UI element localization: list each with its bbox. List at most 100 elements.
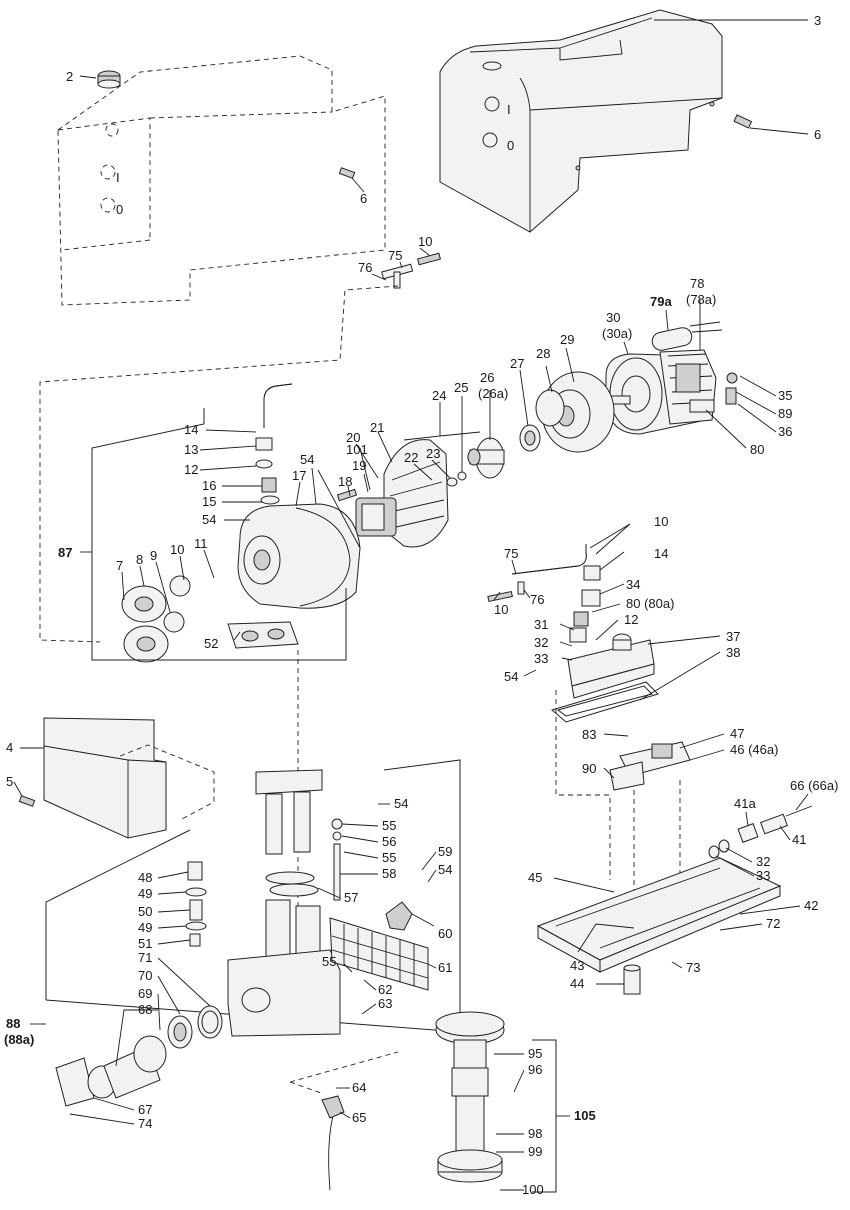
label-55-b: 55 bbox=[382, 850, 396, 865]
label-76-top: 76 bbox=[358, 260, 372, 275]
label-5: 5 bbox=[6, 774, 13, 789]
label-46-46a: 46 (46a) bbox=[730, 742, 778, 757]
part-5-screw bbox=[18, 795, 36, 807]
label-54-tank: 54 bbox=[394, 796, 408, 811]
label-35: 35 bbox=[778, 388, 792, 403]
part-20-valve bbox=[355, 497, 397, 537]
label-72: 72 bbox=[766, 916, 780, 931]
part-4-panel bbox=[43, 717, 167, 839]
label-6-right: 6 bbox=[814, 127, 821, 142]
label-55-a: 55 bbox=[382, 818, 396, 833]
label-61: 61 bbox=[438, 960, 452, 975]
label-88: 88 bbox=[6, 1016, 20, 1031]
cover-mark-off-dashed: 0 bbox=[116, 202, 123, 217]
part-3-cover: I 0 bbox=[439, 9, 723, 233]
label-76-right: 76 bbox=[530, 592, 544, 607]
label-10-pump: 10 bbox=[170, 542, 184, 557]
label-52: 52 bbox=[204, 636, 218, 651]
label-80-80a: 80 (80a) bbox=[626, 596, 674, 611]
label-41: 41 bbox=[792, 832, 806, 847]
part-21-cover-plate bbox=[383, 439, 449, 548]
parts-13-12-16-15 bbox=[255, 437, 280, 505]
label-89: 89 bbox=[778, 406, 792, 421]
label-8: 8 bbox=[136, 552, 143, 567]
label-41a: 41a bbox=[734, 796, 756, 811]
label-30a: (30a) bbox=[602, 326, 632, 341]
part-41-connector bbox=[737, 805, 813, 843]
part-26-impeller bbox=[467, 437, 505, 479]
label-9: 9 bbox=[150, 548, 157, 563]
label-7: 7 bbox=[116, 558, 123, 573]
part-65-cable bbox=[321, 1095, 345, 1191]
label-49-b: 49 bbox=[138, 920, 152, 935]
part-27-seal bbox=[519, 424, 541, 452]
label-48: 48 bbox=[138, 870, 152, 885]
label-17: 17 bbox=[292, 468, 306, 483]
screw-6-right bbox=[733, 114, 753, 129]
label-14-pump: 14 bbox=[184, 422, 198, 437]
label-83: 83 bbox=[582, 727, 596, 742]
label-75-top: 75 bbox=[388, 248, 402, 263]
part-52-gasket bbox=[227, 621, 299, 649]
label-57: 57 bbox=[344, 890, 358, 905]
label-45: 45 bbox=[528, 870, 542, 885]
part-38-gasket bbox=[550, 681, 659, 723]
label-58: 58 bbox=[382, 866, 396, 881]
parts-8-9-flanges bbox=[121, 575, 191, 663]
label-59: 59 bbox=[438, 844, 452, 859]
parts-46-47-90 bbox=[609, 741, 691, 791]
part-28-impeller-housing bbox=[535, 389, 565, 427]
label-54-filter: 54 bbox=[438, 862, 452, 877]
label-105: 105 bbox=[574, 1108, 596, 1123]
part-42-base bbox=[536, 857, 782, 973]
label-47: 47 bbox=[730, 726, 744, 741]
label-73: 73 bbox=[686, 960, 700, 975]
label-29: 29 bbox=[560, 332, 574, 347]
label-22: 22 bbox=[404, 450, 418, 465]
label-15: 15 bbox=[202, 494, 216, 509]
connector-75-76 bbox=[381, 252, 442, 289]
label-60: 60 bbox=[438, 926, 452, 941]
label-79a: 79a bbox=[650, 294, 672, 309]
parts-32-33-rings bbox=[708, 839, 730, 859]
label-42: 42 bbox=[804, 898, 818, 913]
label-95: 95 bbox=[528, 1046, 542, 1061]
label-74: 74 bbox=[138, 1116, 152, 1131]
part-58-rod bbox=[331, 818, 343, 901]
label-69: 69 bbox=[138, 986, 152, 1001]
label-96: 96 bbox=[528, 1062, 542, 1077]
part-14-pipe bbox=[263, 383, 293, 428]
label-62: 62 bbox=[378, 982, 392, 997]
label-10-right: 10 bbox=[654, 514, 668, 529]
label-13: 13 bbox=[184, 442, 198, 457]
label-90: 90 bbox=[582, 761, 596, 776]
label-12-right: 12 bbox=[624, 612, 638, 627]
label-27: 27 bbox=[510, 356, 524, 371]
label-43: 43 bbox=[570, 958, 584, 973]
part-105-pedestal bbox=[435, 1011, 505, 1183]
label-49-a: 49 bbox=[138, 886, 152, 901]
parts-67-70-assembly bbox=[55, 1005, 223, 1107]
screw-6-left bbox=[338, 167, 356, 179]
label-54-pump: 54 bbox=[202, 512, 216, 527]
label-101: 101 bbox=[346, 442, 368, 457]
label-80-top: 80 bbox=[750, 442, 764, 457]
group-87-frame bbox=[91, 408, 347, 661]
label-55-c: 55 bbox=[322, 954, 336, 969]
label-44: 44 bbox=[570, 976, 584, 991]
label-87: 87 bbox=[58, 545, 72, 560]
label-32-right: 32 bbox=[534, 635, 548, 650]
label-67: 67 bbox=[138, 1102, 152, 1117]
cover-mark-off: 0 bbox=[507, 138, 514, 153]
label-38: 38 bbox=[726, 645, 740, 660]
label-34: 34 bbox=[626, 577, 640, 592]
cover-outline-dashed: I 0 bbox=[57, 55, 386, 306]
part-tank-assembly bbox=[227, 769, 341, 1037]
label-66-66a: 66 (66a) bbox=[790, 778, 838, 793]
label-64: 64 bbox=[352, 1080, 366, 1095]
label-23: 23 bbox=[426, 446, 440, 461]
label-28: 28 bbox=[536, 346, 550, 361]
label-12-pump: 12 bbox=[184, 462, 198, 477]
label-3: 3 bbox=[814, 13, 821, 28]
